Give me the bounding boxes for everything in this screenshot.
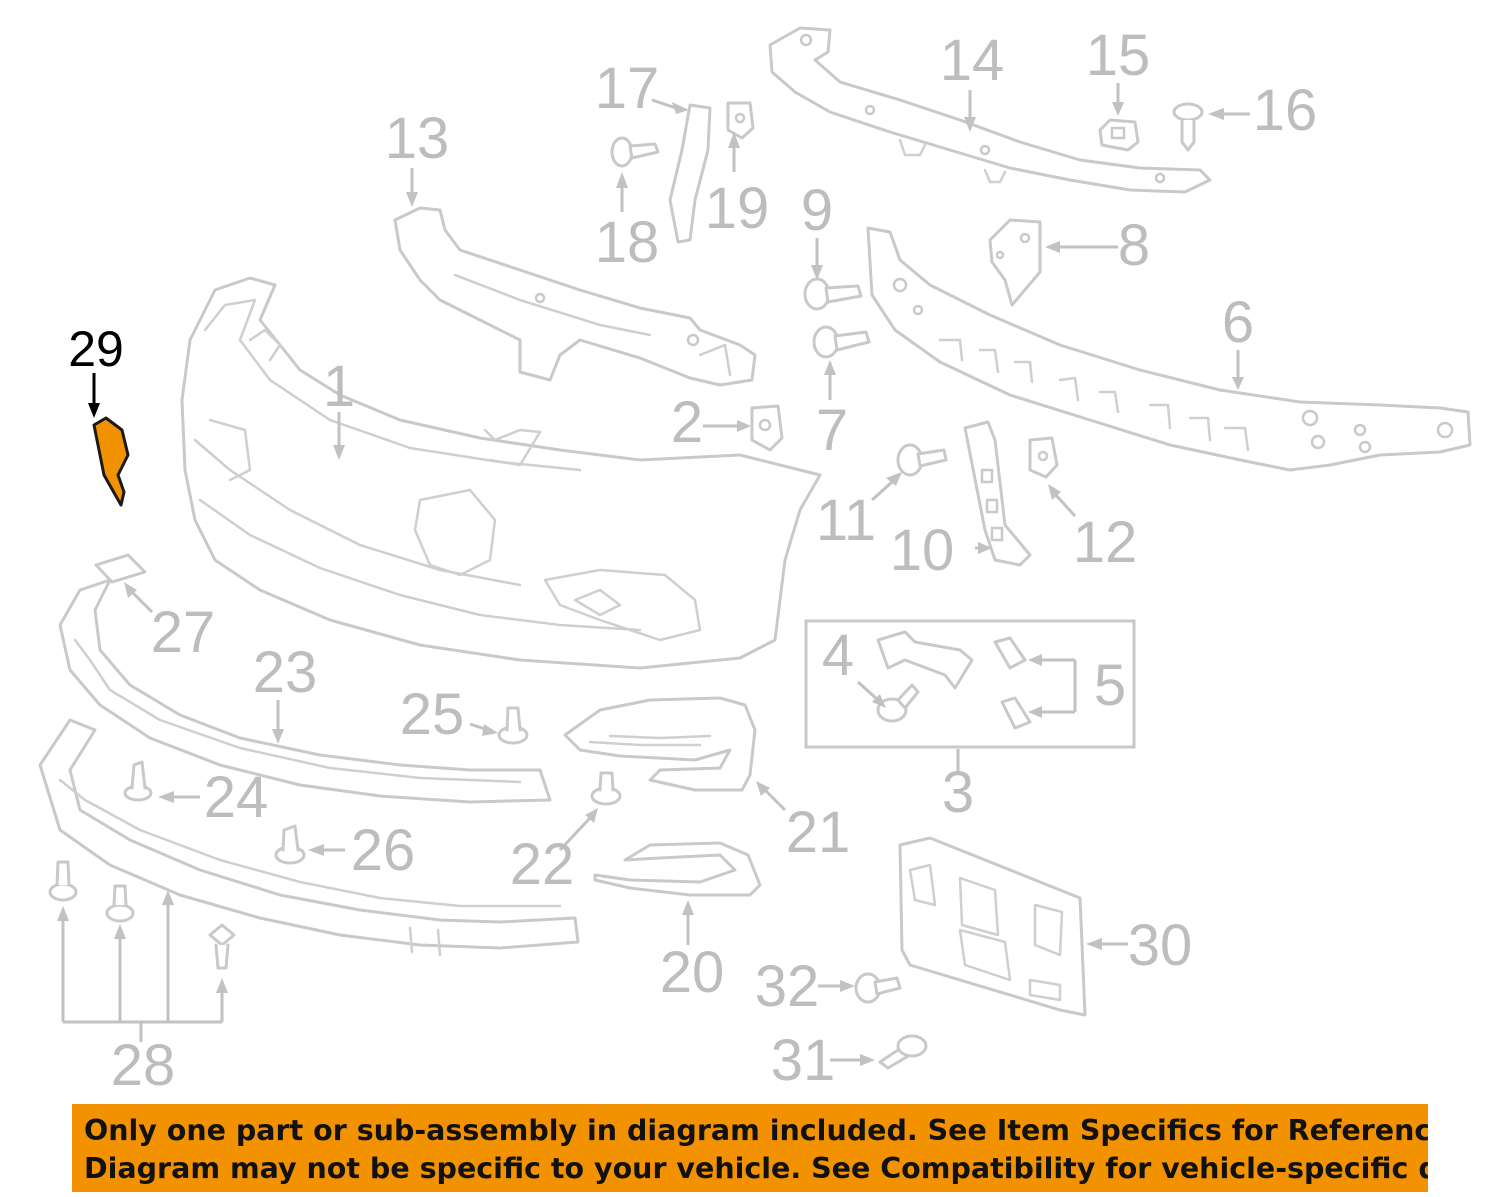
part-28-bolt-b (105, 884, 135, 923)
callout-27: 27 (151, 600, 216, 665)
part-13-support (393, 206, 757, 387)
callout-26: 26 (351, 818, 416, 883)
part-9-bolt (803, 277, 863, 311)
parts-diagram: 1 2 3 4 5 6 7 8 9 10 11 12 13 14 15 16 1… (38, 23, 1472, 1098)
callout-31: 31 (771, 1028, 836, 1093)
callout-4: 4 (822, 623, 854, 688)
callout-13: 13 (385, 106, 450, 171)
part-18-bolt (610, 136, 660, 168)
part-16-screw (1172, 102, 1204, 152)
part-28-bolt-a (48, 860, 78, 902)
callout-10: 10 (890, 518, 955, 583)
leader-lines (57, 83, 1250, 1066)
callout-2: 2 (671, 390, 703, 455)
callout-22: 22 (510, 832, 575, 897)
part-2-clip (750, 404, 784, 452)
part-24-fastener (123, 760, 153, 802)
part-6-impact-bar (866, 226, 1472, 472)
callout-17: 17 (595, 56, 660, 121)
part-32-screw (854, 972, 902, 1004)
part-1-bumper-fascia (180, 276, 822, 670)
part-15-clip (1098, 118, 1140, 152)
callout-20: 20 (660, 940, 725, 1005)
disclaimer-line-2: Diagram may not be specific to your vehi… (84, 1152, 1428, 1185)
callout-15: 15 (1086, 23, 1151, 88)
callout-16: 16 (1253, 78, 1318, 143)
callout-23: 23 (253, 640, 318, 705)
disclaimer-line-1: Only one part or sub-assembly in diagram… (84, 1114, 1428, 1147)
callout-19: 19 (705, 176, 770, 241)
part-14-tie-bar (768, 26, 1212, 194)
callout-24: 24 (204, 765, 269, 830)
part-28-bolt-c (208, 923, 236, 970)
part-29-highlighted (92, 416, 130, 507)
part-28-lower-valance (38, 718, 580, 957)
part-17-bracket (668, 103, 712, 244)
callout-28: 28 (111, 1033, 176, 1098)
callout-labels: 1 2 3 4 5 6 7 8 9 10 11 12 13 14 15 16 1… (68, 23, 1317, 1098)
part-30-license-bracket (898, 836, 1087, 1017)
part-19-clip (726, 101, 755, 140)
part-27-pad (94, 553, 147, 584)
callout-18: 18 (595, 210, 660, 275)
part-8-bracket (988, 218, 1042, 307)
callout-8: 8 (1118, 213, 1150, 278)
callout-6: 6 (1222, 290, 1254, 355)
part-23-lower-fascia (58, 578, 552, 804)
part-31-pushpin (878, 1034, 928, 1070)
callout-21: 21 (786, 800, 851, 865)
callout-1: 1 (323, 354, 355, 419)
part-20-cover (593, 841, 762, 897)
part-25-fastener (497, 706, 529, 745)
callout-9: 9 (801, 178, 833, 243)
part-21-bezel (563, 696, 757, 792)
callout-32: 32 (755, 954, 820, 1019)
callout-11: 11 (816, 488, 876, 553)
part-12-clip (1028, 436, 1059, 479)
callout-29: 29 (68, 321, 124, 377)
part-11-bolt (896, 443, 948, 477)
part-10-bracket (963, 420, 1032, 567)
disclaimer-banner: Only one part or sub-assembly in diagram… (72, 1104, 1428, 1192)
part-3-kit-box (804, 619, 1136, 749)
callout-14: 14 (940, 28, 1005, 93)
callout-12: 12 (1073, 510, 1138, 575)
part-22-fastener (590, 771, 622, 806)
part-7-bolt (812, 325, 871, 359)
callout-25: 25 (400, 682, 465, 747)
callout-5: 5 (1094, 653, 1126, 718)
callout-30: 30 (1128, 913, 1193, 978)
callout-7: 7 (816, 398, 848, 463)
part-26-fastener (274, 824, 306, 865)
callout-3: 3 (942, 760, 974, 825)
